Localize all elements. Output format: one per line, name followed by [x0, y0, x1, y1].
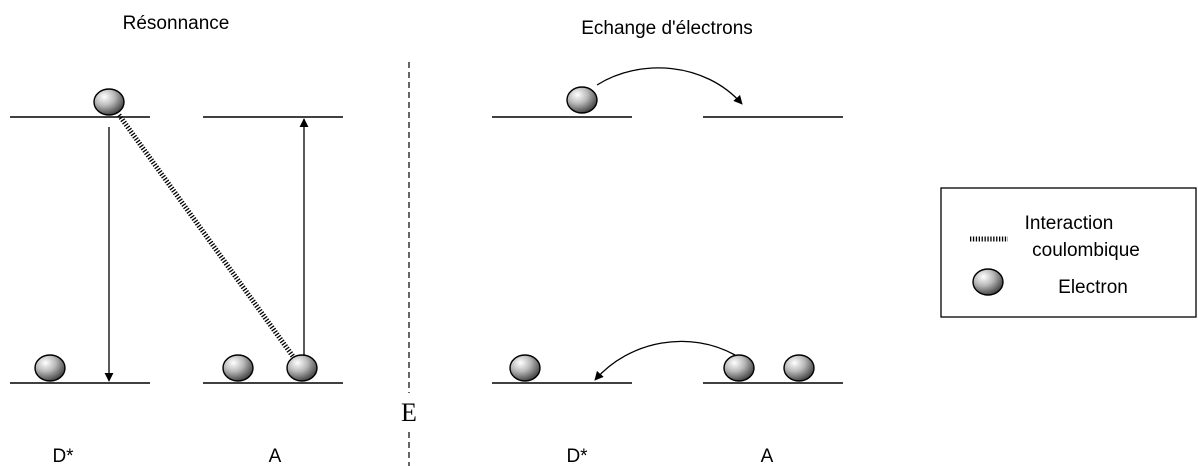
legend-coulomb-line1: Interaction [1025, 213, 1114, 234]
energy-axis-label: E [401, 398, 417, 427]
resonance-acceptor-label: A [269, 446, 282, 466]
legend-electron-swatch [972, 268, 1004, 296]
resonance-donor-ground-electron [34, 354, 66, 382]
exchange-lower-transfer-arrow [594, 340, 736, 381]
exchange-acceptor-label: A [761, 446, 774, 466]
exchange-upper-transfer-arrow [596, 67, 743, 105]
legend: Interaction coulombique Electron [940, 187, 1197, 318]
exchange-panel: D* A [492, 67, 843, 466]
legend-electron-label: Electron [1058, 277, 1128, 298]
resonance-panel: D* A [10, 88, 343, 466]
resonance-title: Résonnance [123, 13, 230, 34]
resonance-acceptor-ground-electron-1 [222, 354, 254, 382]
coulomb-interaction-line [116, 113, 300, 364]
exchange-title: Echange d'électrons [581, 18, 753, 39]
exchange-acceptor-ground-electron-2 [783, 354, 815, 382]
resonance-donor-label: D* [52, 446, 74, 466]
legend-box [940, 187, 1197, 318]
resonance-acceptor-ground-electron-2 [286, 354, 318, 382]
exchange-donor-ground-electron [509, 354, 541, 382]
exchange-donor-label: D* [566, 446, 588, 466]
exchange-donor-excited-electron [566, 86, 598, 114]
resonance-donor-excited-electron [93, 88, 125, 116]
legend-coulomb-line2: coulombique [1032, 240, 1140, 261]
exchange-acceptor-ground-electron-1 [723, 354, 755, 382]
